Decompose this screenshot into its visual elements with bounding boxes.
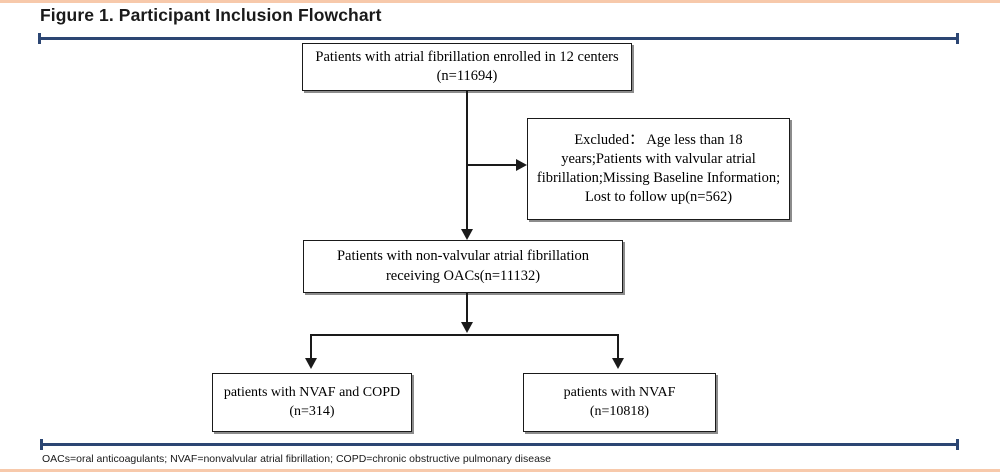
arrow-into-excluded [516,159,527,171]
node-enrolled-line2: (n=11694) [436,68,498,84]
node-nvaf-copd: patients with NVAF and COPD (n=314) [212,373,412,432]
top-edge-rule [0,0,1000,3]
connector-enrolled-to-excluded [466,164,521,166]
node-excluded-text: Excluded： Age less than 18 years;Patient… [531,131,786,208]
arrow-into-nvafoac [461,229,473,240]
figure-title: Figure 1. Participant Inclusion Flowchar… [40,5,382,25]
figure-footnote: OACs=oral anticoagulants; NVAF=nonvalvul… [42,453,552,465]
node-nvaf-copd-line1: patients with NVAF and COPD [223,385,401,401]
node-excluded-line3: fibrillation;Missing Baseline Informatio… [536,170,781,186]
node-enrolled-text: Patients with atrial fibrillation enroll… [309,48,624,86]
top-rule-right-cap [956,33,959,44]
node-nvaf-oac-text: Patients with non-valvular atrial fibril… [331,247,595,285]
arrow-into-nvaf-only [612,358,624,369]
node-nvaf-oac-line2: receiving OACs(n=11132) [385,267,541,284]
bottom-rule [40,443,959,446]
bottom-edge-rule [0,469,1000,472]
top-rule [38,37,959,40]
node-nvaf-oac: Patients with non-valvular atrial fibril… [303,240,623,293]
connector-enrolled-to-nvafoac [466,91,468,236]
connector-nvafoac-stem [466,293,468,326]
node-nvaf-oac-line1: Patients with non-valvular atrial fibril… [336,248,590,265]
node-nvaf-only: patients with NVAF (n=10818) [523,373,716,432]
connector-split-left-drop [310,334,312,362]
node-nvaf-copd-line2: (n=314) [289,403,335,419]
arrow-split-center [461,322,473,333]
node-excluded-line1: Excluded： Age less than 18 [574,131,743,148]
node-nvaf-only-line2: (n=10818) [589,403,650,419]
arrow-into-nvaf-copd [305,358,317,369]
node-enrolled: Patients with atrial fibrillation enroll… [302,43,632,91]
node-excluded-line4: Lost to follow up(n=562) [584,189,733,206]
node-nvaf-only-line1: patients with NVAF [563,385,676,401]
node-excluded: Excluded： Age less than 18 years;Patient… [527,118,790,220]
bottom-rule-right-cap [956,439,959,450]
connector-split-right-drop [617,334,619,362]
connector-split-bar [310,334,619,336]
node-excluded-line2: years;Patients with valvular atrial [561,150,756,167]
node-nvaf-only-text: patients with NVAF (n=10818) [558,384,682,421]
node-nvaf-copd-text: patients with NVAF and COPD (n=314) [218,384,406,421]
node-enrolled-line1: Patients with atrial fibrillation enroll… [315,48,619,65]
